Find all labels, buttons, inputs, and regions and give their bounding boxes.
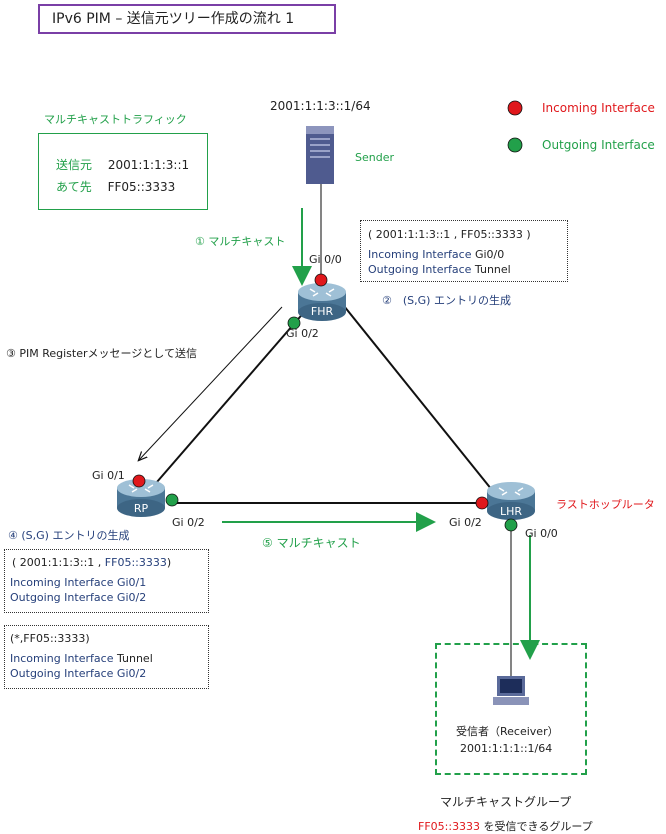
fhr-in-value: Gi0/0 xyxy=(474,248,505,261)
rp-star-header: (*,FF05::3333) xyxy=(10,632,90,645)
router-fhr-icon xyxy=(298,283,346,321)
traffic-box xyxy=(38,133,208,210)
rp-sg-in-value: Gi0/1 xyxy=(116,576,147,589)
step4-label: ④ (S,G) エントリの生成 xyxy=(8,529,130,542)
group-description: FF05::3333 を受信できるグループ xyxy=(418,818,593,834)
receiver-group-box xyxy=(435,643,587,775)
rp-gi02-label: Gi 0/2 xyxy=(172,516,205,529)
lhr-gi02-label: Gi 0/2 xyxy=(449,516,482,529)
rp-gi01-incoming-dot xyxy=(132,474,146,488)
rp-sg-header-group: FF05::3333 xyxy=(104,556,167,569)
traffic-dst-row: あて先 FF05::3333 xyxy=(56,178,175,195)
fhr-entry-out-row: Outgoing Interface Tunnel xyxy=(368,263,511,276)
sender-address: 2001:1:1:3::1/64 xyxy=(270,99,371,113)
fhr-entry-header: ( 2001:1:1:3::1 , FF05::3333 ) xyxy=(368,228,531,241)
group-address: FF05::3333 xyxy=(418,820,481,833)
arrow-step3 xyxy=(139,306,283,460)
rp-star-in-label: Incoming Interface xyxy=(10,652,114,665)
fhr-gi00-incoming-dot xyxy=(314,273,328,287)
rp-sg-out-value: Gi0/2 xyxy=(116,591,147,604)
rp-star-out-value: Gi0/2 xyxy=(116,667,147,680)
rp-sg-header: ( 2001:1:1:3::1 , FF05::3333) xyxy=(12,556,171,569)
page-title: IPv6 PIM – 送信元ツリー作成の流れ 1 xyxy=(38,4,336,34)
traffic-dst-value: FF05::3333 xyxy=(107,180,176,194)
fhr-entry-box xyxy=(360,220,568,282)
rp-router-label: RP xyxy=(133,502,149,515)
rp-sg-header-suffix: ) xyxy=(166,556,172,569)
rp-sg-in-row: Incoming Interface Gi0/1 xyxy=(10,576,146,589)
receiver-address: 2001:1:1:1::1/64 xyxy=(460,742,553,755)
rp-gi01-label: Gi 0/1 xyxy=(92,469,125,482)
step3-label: ③ PIM Registerメッセージとして送信 xyxy=(6,347,197,360)
rp-star-out-row: Outgoing Interface Gi0/2 xyxy=(10,667,146,680)
group-suffix: を受信できるグループ xyxy=(480,820,593,833)
rp-gi02-outgoing-dot xyxy=(165,493,179,507)
fhr-entry-in-row: Incoming Interface Gi0/0 xyxy=(368,248,504,261)
receiver-label: 受信者（Receiver） xyxy=(456,725,559,738)
fhr-gi00-label: Gi 0/0 xyxy=(309,253,342,266)
fhr-rp-link xyxy=(149,309,307,491)
fhr-router-label: FHR xyxy=(310,305,334,318)
rp-star-entry-box xyxy=(4,625,209,689)
lhr-gi02-incoming-dot xyxy=(475,496,489,510)
group-title: マルチキャストグループ xyxy=(440,795,572,809)
rp-sg-header-prefix: ( 2001:1:1:3::1 , xyxy=(12,556,105,569)
rp-star-out-label: Outgoing Interface xyxy=(10,667,114,680)
traffic-dst-label: あて先 xyxy=(56,180,92,194)
pc-icon xyxy=(493,676,529,705)
rp-sg-in-label: Incoming Interface xyxy=(10,576,114,589)
step5-label: ⑤ マルチキャスト xyxy=(262,536,361,550)
fhr-gi02-label: Gi 0/2 xyxy=(286,327,319,340)
fhr-lhr-link xyxy=(343,305,493,491)
router-rp-icon xyxy=(117,479,165,517)
rp-sg-entry-box xyxy=(4,549,209,613)
fhr-out-value: Tunnel xyxy=(474,263,511,276)
rp-star-in-row: Incoming Interface Tunnel xyxy=(10,652,153,665)
legend-incoming-dot xyxy=(507,100,523,116)
rp-sg-out-row: Outgoing Interface Gi0/2 xyxy=(10,591,146,604)
traffic-heading: マルチキャストトラフィック xyxy=(44,113,187,126)
fhr-gi02-outgoing-dot xyxy=(287,316,301,330)
sender-label: Sender xyxy=(355,151,394,164)
legend-incoming-label: Incoming Interface xyxy=(542,101,655,115)
rp-sg-out-label: Outgoing Interface xyxy=(10,591,114,604)
fhr-out-label: Outgoing Interface xyxy=(368,263,472,276)
traffic-src-row: 送信元 2001:1:1:3::1 xyxy=(56,156,189,173)
router-lhr-icon xyxy=(487,482,535,520)
legend-outgoing-label: Outgoing Interface xyxy=(542,138,655,152)
fhr-in-label: Incoming Interface xyxy=(368,248,472,261)
rp-star-in-value: Tunnel xyxy=(116,652,153,665)
lhr-gi00-outgoing-dot xyxy=(504,518,518,532)
step1-label: ① マルチキャスト xyxy=(195,235,286,248)
title-text: IPv6 PIM – 送信元ツリー作成の流れ 1 xyxy=(52,11,295,27)
last-hop-label: ラストホップルータ xyxy=(556,498,655,511)
lhr-gi00-label: Gi 0/0 xyxy=(525,527,558,540)
server-icon xyxy=(306,126,334,184)
traffic-src-label: 送信元 xyxy=(56,158,93,172)
lhr-router-label: LHR xyxy=(499,505,523,518)
legend-outgoing-dot xyxy=(507,137,523,153)
step2-label: ② (S,G) エントリの生成 xyxy=(382,294,511,307)
traffic-src-value: 2001:1:1:3::1 xyxy=(107,158,190,172)
